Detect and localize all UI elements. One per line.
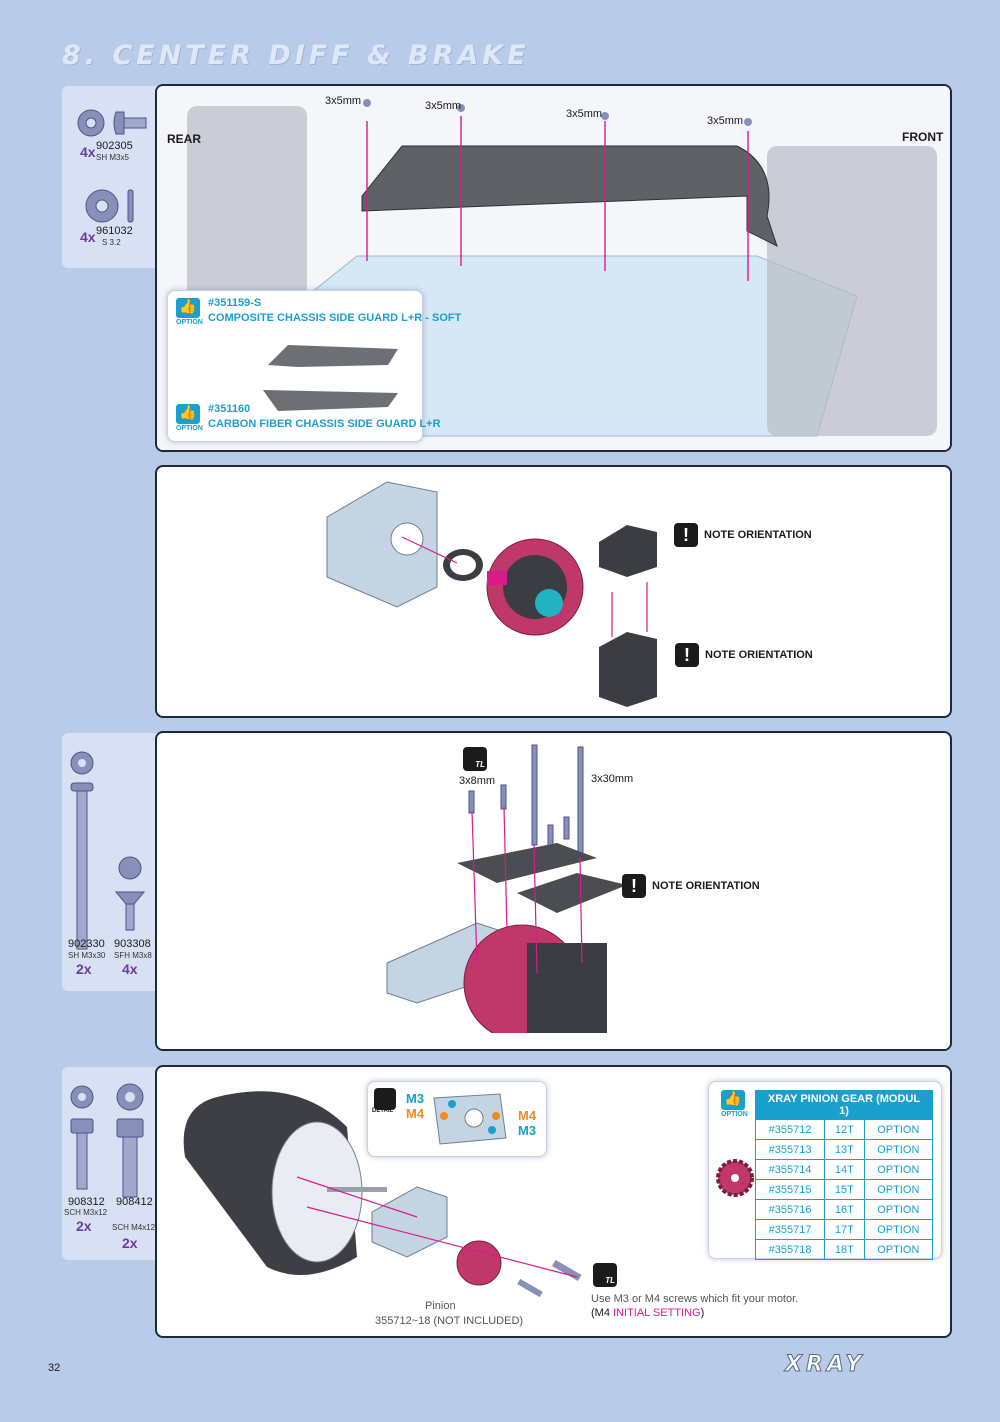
screw-size-label: 3x5mm: [425, 100, 462, 112]
part-count: 2x: [76, 961, 92, 977]
part-desc: SFH M3x8: [114, 951, 152, 960]
brake-assembly-illustration: [157, 744, 950, 1049]
option-icon-label: OPTION: [176, 319, 203, 326]
instruction-text: Use M3 or M4 screws which fit your motor…: [591, 1293, 799, 1305]
page-title: 8. CENTER DIFF & BRAKE: [62, 40, 530, 71]
part-count: 4x: [122, 961, 138, 977]
center-diff-illustration: [326, 481, 657, 707]
tl-icon: TL: [593, 1263, 617, 1287]
step3-panel: TL 3x8mm 3x30mm ! NOTE ORIENTATION: [155, 731, 952, 1051]
option-thumb-icon: 👍: [176, 404, 200, 424]
warning-icon: !: [674, 523, 698, 547]
pinion-label: Pinion: [425, 1300, 456, 1312]
screw-size-label: 3x30mm: [591, 773, 634, 785]
part-count: 4x: [80, 144, 96, 160]
part-desc: SCH M4x12: [112, 1223, 156, 1232]
part-code: 902330: [68, 938, 105, 950]
note-orientation: ! NOTE ORIENTATION: [622, 874, 760, 898]
step4-panel: DETAIL M3 M4 M4 M3 Pinion 355712~18 (NOT…: [155, 1065, 952, 1338]
detail-magnifier-icon: [374, 1088, 396, 1110]
part-code: 908312: [68, 1196, 105, 1208]
option-name: CARBON FIBER CHASSIS SIDE GUARD L+R: [208, 418, 441, 430]
page-number: 32: [48, 1362, 61, 1374]
side-guard-illustration: [263, 345, 398, 411]
long-screw-icon: [70, 751, 94, 950]
tl-icon: TL: [463, 747, 487, 771]
detail-m3-right: M3: [518, 1123, 537, 1138]
flat-washer-icon: [85, 189, 134, 223]
option-code: #351160: [208, 403, 251, 415]
detail-icon-label: DETAIL: [372, 1108, 394, 1114]
step1-panel: REAR FRONT 3x5mm 3x5mm 3x5mm 3x5mm 👍 OPT…: [155, 84, 952, 452]
part-code: 902305: [96, 140, 133, 152]
table-header: XRAY PINION GEAR (MODUL 1): [755, 1090, 933, 1120]
part-desc: SH M3x5: [96, 153, 129, 162]
motor-plate-detail: [433, 1093, 507, 1145]
option-icon-label: OPTION: [176, 425, 203, 432]
detail-m3-left: M3: [406, 1091, 425, 1106]
pinion-gear-icon: [716, 1159, 754, 1197]
countersunk-screw-icon: [114, 856, 146, 931]
detail-m4-right: M4: [518, 1108, 537, 1123]
step1-parts-panel: 4x 902305 SH M3x5 4x 961032 S 3.2: [62, 86, 158, 268]
part-count: 2x: [122, 1235, 138, 1251]
step4-parts-panel: 908312 SCH M3x12 2x 908412 SCH M4x12 2x: [62, 1067, 158, 1260]
step3-parts-panel: 902330 SH M3x30 2x 903308 SFH M3x8 4x: [62, 733, 158, 991]
part-count: 4x: [80, 229, 96, 245]
rear-label: REAR: [167, 132, 202, 146]
part-count: 2x: [76, 1218, 92, 1234]
button-head-screw-icon: [113, 111, 147, 135]
option-code: #351159-S: [208, 297, 262, 309]
initial-setting-note: (M4 INITIAL SETTING): [591, 1307, 705, 1319]
part-code: 961032: [96, 225, 133, 237]
part-code: 903308: [114, 938, 151, 950]
option-name: COMPOSITE CHASSIS SIDE GUARD L+R - SOFT: [208, 312, 462, 324]
washer-icon: [77, 109, 105, 137]
option-thumb-icon: 👍: [176, 298, 200, 318]
part-desc: SCH M3x12: [64, 1208, 108, 1217]
warning-icon: !: [622, 874, 646, 898]
cap-screw-m4-icon: [116, 1083, 144, 1198]
part-desc: S 3.2: [102, 238, 121, 247]
pinion-range: 355712~18 (NOT INCLUDED): [375, 1315, 524, 1327]
front-label: FRONT: [902, 130, 944, 144]
option-inset: 👍 OPTION #351159-S COMPOSITE CHASSIS SID…: [167, 290, 461, 442]
cap-screw-m3-icon: [70, 1085, 94, 1190]
part-desc: SH M3x30: [68, 951, 106, 960]
note-orientation-bottom: ! NOTE ORIENTATION: [675, 643, 813, 667]
warning-icon: !: [675, 643, 699, 667]
step2-panel: ! NOTE ORIENTATION ! NOTE ORIENTATION: [155, 465, 952, 718]
note-orientation-top: ! NOTE ORIENTATION: [674, 523, 812, 547]
brand-logo: XRAY: [784, 1352, 866, 1378]
screw-size-label: 3x5mm: [325, 95, 362, 107]
pinion-gear-table-inset: 👍 OPTION XRAY PINION GEAR (MODUL 1) #355…: [708, 1081, 942, 1260]
detail-m4-left: M4: [406, 1106, 425, 1121]
option-thumb-icon: 👍: [721, 1090, 745, 1110]
screw-size-label: 3x5mm: [566, 108, 603, 120]
screw-size-label: 3x8mm: [459, 775, 496, 787]
screw-size-label: 3x5mm: [707, 115, 744, 127]
part-code: 908412: [116, 1196, 153, 1208]
motor-mount-illustration: [183, 1091, 582, 1298]
option-icon-label: OPTION: [721, 1111, 748, 1118]
detail-inset: DETAIL M3 M4 M4 M3: [367, 1081, 547, 1157]
